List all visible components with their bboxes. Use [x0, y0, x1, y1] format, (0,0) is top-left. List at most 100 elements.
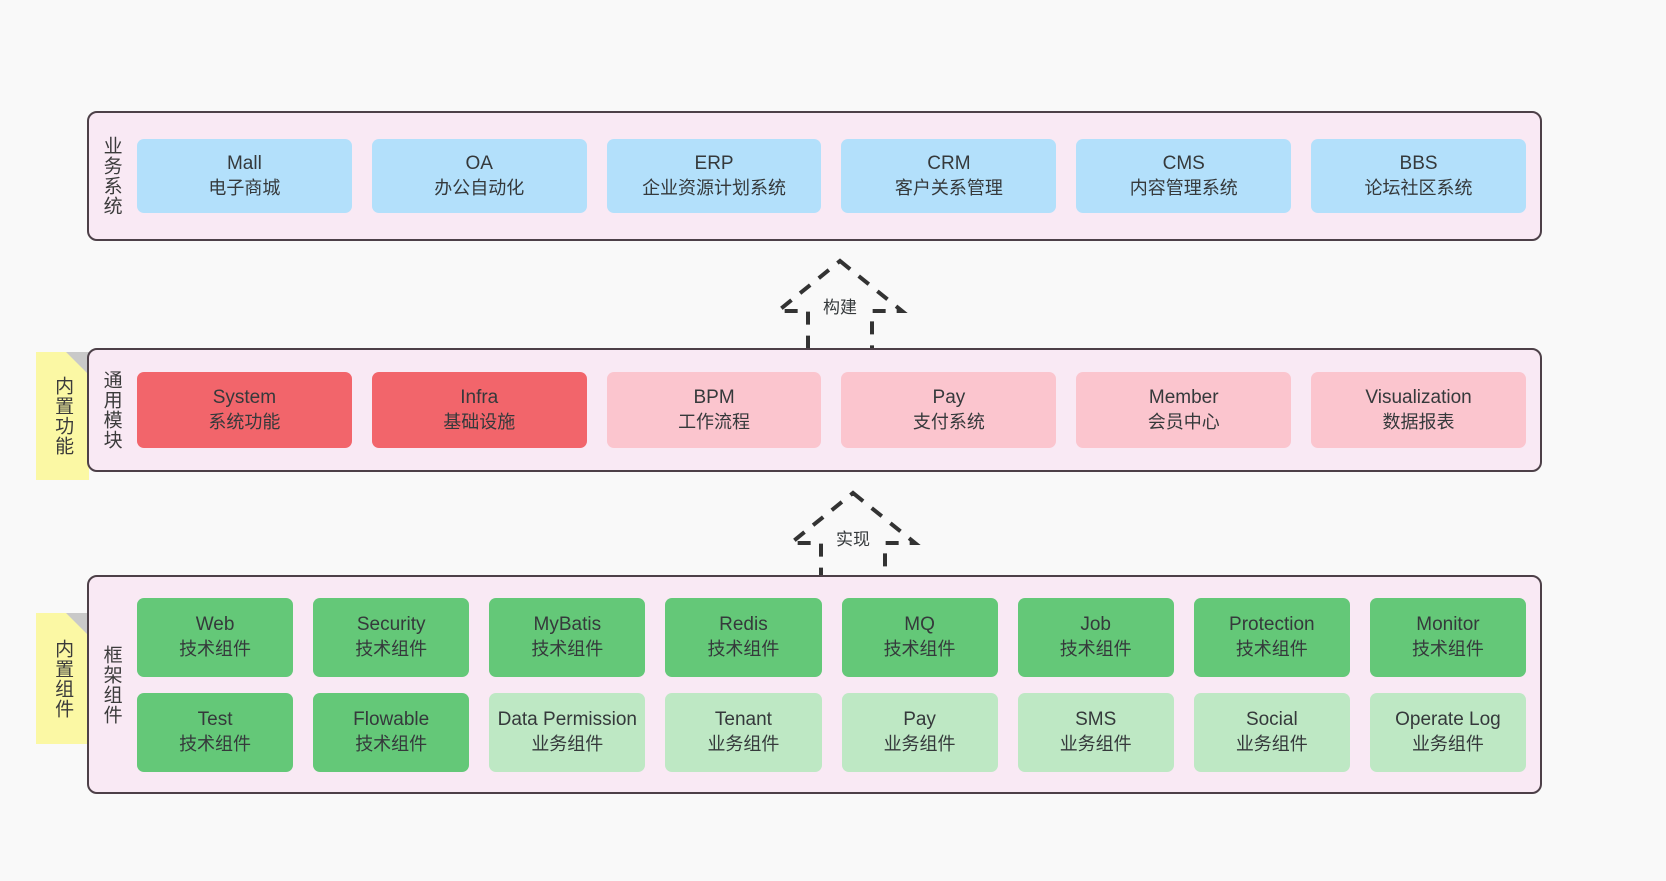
node-title: Member — [1148, 387, 1219, 409]
node-subtitle: 内容管理系统 — [1129, 177, 1238, 198]
node-subtitle: 业务组件 — [531, 733, 604, 754]
node-subtitle: 电子商城 — [208, 177, 281, 198]
layer-framework-component: 框架组件 Web 技术组件 Security 技术组件 MyBatis 技术组件… — [87, 575, 1542, 794]
node-subtitle: 技术组件 — [1235, 638, 1308, 659]
node-flowable[interactable]: Flowable 技术组件 — [313, 692, 470, 772]
node-redis[interactable]: Redis 技术组件 — [665, 597, 822, 677]
node-test[interactable]: Test 技术组件 — [137, 692, 294, 772]
layer-framework-title: 框架组件 — [100, 644, 122, 725]
connector-implement: 实现 — [768, 487, 938, 587]
layer-business-body: Mall 电子商城 OA 办公自动化 ERP 企业资源计划系统 CRM 客户关系… — [133, 113, 1540, 239]
node-title: Web — [195, 614, 235, 636]
node-tenant[interactable]: Tenant 业务组件 — [665, 692, 822, 772]
node-title: MQ — [904, 614, 935, 636]
node-subtitle: 技术组件 — [531, 638, 604, 659]
node-subtitle: 技术组件 — [883, 638, 956, 659]
layer-common-title: 通用模块 — [100, 370, 122, 450]
node-social[interactable]: Social 业务组件 — [1193, 692, 1350, 772]
node-sms[interactable]: SMS 业务组件 — [1017, 692, 1174, 772]
node-title: Social — [1245, 709, 1298, 731]
node-erp[interactable]: ERP 企业资源计划系统 — [606, 139, 822, 213]
node-cms[interactable]: CMS 内容管理系统 — [1076, 139, 1292, 213]
node-protection[interactable]: Protection 技术组件 — [1193, 597, 1350, 677]
node-title: Data Permission — [497, 709, 637, 731]
node-operate-log[interactable]: Operate Log 业务组件 — [1369, 692, 1526, 772]
node-visualization[interactable]: Visualization 数据报表 — [1311, 372, 1526, 448]
node-title: SMS — [1075, 709, 1117, 731]
node-subtitle: 技术组件 — [355, 638, 428, 659]
node-title: ERP — [694, 153, 734, 175]
node-title: OA — [465, 153, 493, 175]
node-subtitle: 技术组件 — [1411, 638, 1484, 659]
node-title: BBS — [1399, 153, 1438, 175]
node-subtitle: 技术组件 — [179, 638, 252, 659]
connector-build-shape — [772, 258, 908, 353]
node-subtitle: 支付系统 — [912, 411, 985, 432]
layer-common-module: 通用模块 System 系统功能 Infra 基础设施 BPM 工作流程 Pay… — [87, 348, 1542, 472]
node-subtitle: 论坛社区系统 — [1364, 177, 1473, 198]
node-oa[interactable]: OA 办公自动化 — [371, 139, 587, 213]
node-job[interactable]: Job 技术组件 — [1017, 597, 1174, 677]
node-title: Monitor — [1416, 614, 1480, 636]
node-title: Visualization — [1365, 387, 1472, 409]
node-title: Tenant — [714, 709, 772, 731]
node-subtitle: 技术组件 — [1059, 638, 1132, 659]
node-mall[interactable]: Mall 电子商城 — [137, 139, 352, 213]
node-title: Operate Log — [1395, 709, 1501, 731]
node-crm[interactable]: CRM 客户关系管理 — [841, 139, 1057, 213]
node-title: CRM — [927, 153, 971, 175]
node-pay[interactable]: Pay 支付系统 — [841, 372, 1057, 448]
sticky-fold-corner-icon — [66, 613, 89, 636]
sticky-note-builtin-components: 内置组件 — [36, 613, 89, 744]
layer-business-title: 业务系统 — [100, 136, 122, 216]
node-security[interactable]: Security 技术组件 — [313, 597, 470, 677]
common-node-row: System 系统功能 Infra 基础设施 BPM 工作流程 Pay 支付系统… — [137, 372, 1526, 448]
node-bpm[interactable]: BPM 工作流程 — [606, 372, 822, 448]
node-subtitle: 办公自动化 — [434, 177, 525, 198]
node-title: Pay — [903, 709, 936, 731]
node-title: CMS — [1162, 153, 1205, 175]
node-title: Mall — [226, 153, 262, 175]
node-member[interactable]: Member 会员中心 — [1076, 372, 1292, 448]
node-title: Redis — [719, 614, 768, 636]
node-bbs[interactable]: BBS 论坛社区系统 — [1311, 139, 1526, 213]
connector-implement-shape — [785, 490, 921, 585]
node-title: Pay — [932, 387, 966, 409]
node-infra[interactable]: Infra 基础设施 — [371, 372, 587, 448]
framework-node-row-1: Web 技术组件 Security 技术组件 MyBatis 技术组件 Redi… — [137, 597, 1526, 677]
layer-business-system: 业务系统 Mall 电子商城 OA 办公自动化 ERP 企业资源计划系统 CRM… — [87, 111, 1542, 241]
node-title: System — [212, 387, 277, 409]
node-pay-business[interactable]: Pay 业务组件 — [841, 692, 998, 772]
node-title: Infra — [460, 387, 499, 409]
node-subtitle: 业务组件 — [883, 733, 956, 754]
layer-framework-body: Web 技术组件 Security 技术组件 MyBatis 技术组件 Redi… — [133, 577, 1540, 792]
node-subtitle: 业务组件 — [1059, 733, 1132, 754]
node-subtitle: 企业资源计划系统 — [642, 177, 787, 198]
node-data-permission[interactable]: Data Permission 业务组件 — [489, 692, 646, 772]
node-subtitle: 数据报表 — [1382, 411, 1455, 432]
node-subtitle: 业务组件 — [707, 733, 780, 754]
node-title: BPM — [693, 387, 735, 409]
connector-implement-label: 实现 — [836, 530, 870, 549]
node-title: Flowable — [353, 709, 430, 731]
node-system[interactable]: System 系统功能 — [137, 372, 352, 448]
node-title: Protection — [1229, 614, 1315, 636]
node-title: MyBatis — [533, 614, 602, 636]
node-subtitle: 业务组件 — [1235, 733, 1308, 754]
node-mq[interactable]: MQ 技术组件 — [841, 597, 998, 677]
sticky-note-builtin-features: 内置功能 — [36, 352, 89, 480]
node-subtitle: 业务组件 — [1411, 733, 1484, 754]
node-title: Test — [197, 709, 233, 731]
sticky-label: 内置功能 — [52, 376, 74, 456]
layer-common-body: System 系统功能 Infra 基础设施 BPM 工作流程 Pay 支付系统… — [133, 350, 1540, 470]
sticky-fold-corner-icon — [66, 352, 89, 375]
node-web[interactable]: Web 技术组件 — [137, 597, 294, 677]
node-mybatis[interactable]: MyBatis 技术组件 — [489, 597, 646, 677]
framework-node-row-2: Test 技术组件 Flowable 技术组件 Data Permission … — [137, 692, 1526, 772]
connector-build-label: 构建 — [823, 298, 857, 317]
node-subtitle: 技术组件 — [355, 733, 428, 754]
connector-build: 构建 — [755, 255, 925, 355]
node-monitor[interactable]: Monitor 技术组件 — [1369, 597, 1526, 677]
node-subtitle: 技术组件 — [179, 733, 252, 754]
